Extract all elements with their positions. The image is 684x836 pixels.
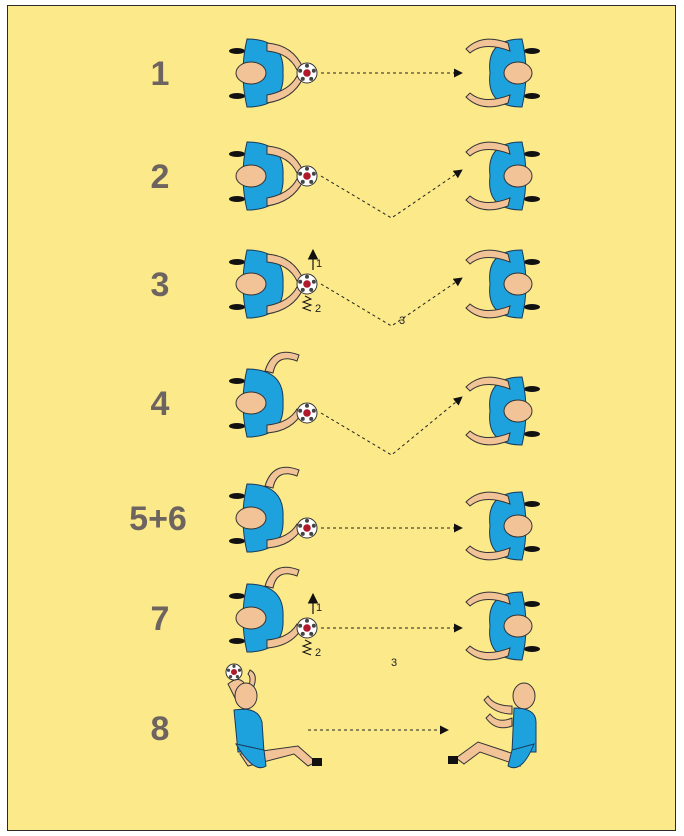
mark-label-2: 2 (315, 303, 321, 315)
mark-label-3: 3 (391, 657, 397, 669)
mark-label-1: 1 (316, 258, 322, 270)
drill-diagram: 1 2 3 1 2 3 4 5+6 7 1 2 3 8 (129, 38, 540, 769)
thrower-player (229, 38, 318, 108)
pass-line (320, 396, 463, 456)
zigzag-mark (301, 639, 313, 656)
thrower-player (229, 351, 318, 438)
mark-label-3: 3 (399, 315, 405, 327)
ball-icon (296, 165, 318, 187)
mark-label-2: 2 (315, 647, 321, 659)
pass-line (320, 169, 463, 219)
ball-icon (225, 663, 243, 681)
thrower-player (229, 141, 318, 211)
step-number: 2 (151, 158, 170, 196)
drill-step-3: 3 1 2 3 (151, 248, 540, 327)
drill-step-7: 7 1 2 3 (151, 566, 540, 669)
thrower-player (229, 566, 318, 653)
step-number: 4 (151, 385, 170, 423)
drill-step-1: 1 (151, 38, 540, 108)
thrower-player (229, 466, 318, 553)
step-number: 7 (151, 600, 170, 638)
step-number: 3 (151, 266, 170, 304)
ball-icon (296, 517, 318, 539)
receiver-player (465, 376, 540, 446)
drill-step-5-6: 5+6 (129, 466, 540, 561)
step-number: 5+6 (129, 500, 187, 538)
step-number: 1 (151, 55, 170, 93)
receiver-player (465, 249, 540, 319)
receiver-player (465, 141, 540, 211)
pass-line (320, 277, 463, 327)
receiver-player (465, 591, 540, 661)
drill-step-4: 4 (151, 351, 540, 456)
drill-step-2: 2 (151, 141, 540, 219)
thrower-player (229, 249, 318, 319)
drill-step-8: 8 (151, 663, 537, 769)
mark-label-1: 1 (316, 602, 322, 614)
seated-receiver (448, 682, 537, 769)
ball-icon (296, 402, 318, 424)
ball-icon (296, 62, 318, 84)
zigzag-mark (301, 295, 313, 312)
ball-icon (296, 273, 318, 295)
receiver-player (465, 491, 540, 561)
drill-panel: 1 2 3 1 2 3 4 5+6 7 1 2 3 8 (7, 5, 676, 831)
receiver-player (465, 38, 540, 108)
step-number: 8 (151, 710, 170, 748)
ball-icon (296, 617, 318, 639)
seated-thrower (225, 663, 322, 769)
